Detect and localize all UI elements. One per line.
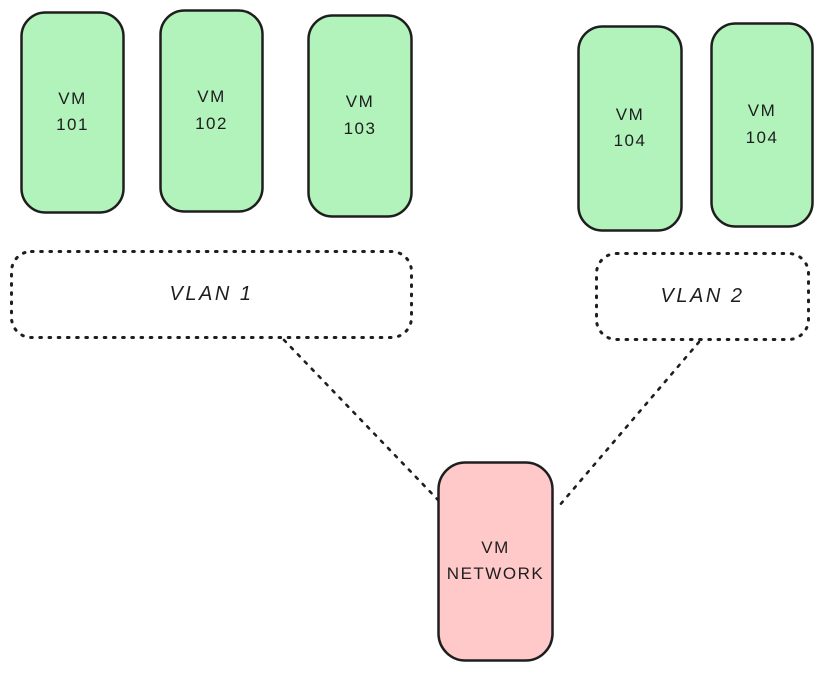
vlan-2-box [595, 252, 810, 341]
connector-vlan1-to-network [282, 338, 442, 504]
vm-104a-box [577, 25, 683, 232]
vm-102-box [159, 9, 264, 213]
vlan-1-box [10, 250, 413, 339]
connector-vlan2-to-network [557, 340, 701, 508]
vm-103-box [307, 14, 413, 218]
vm-101-box [20, 11, 125, 214]
vm-104b-box [710, 22, 814, 228]
vm-network-box [437, 461, 554, 662]
